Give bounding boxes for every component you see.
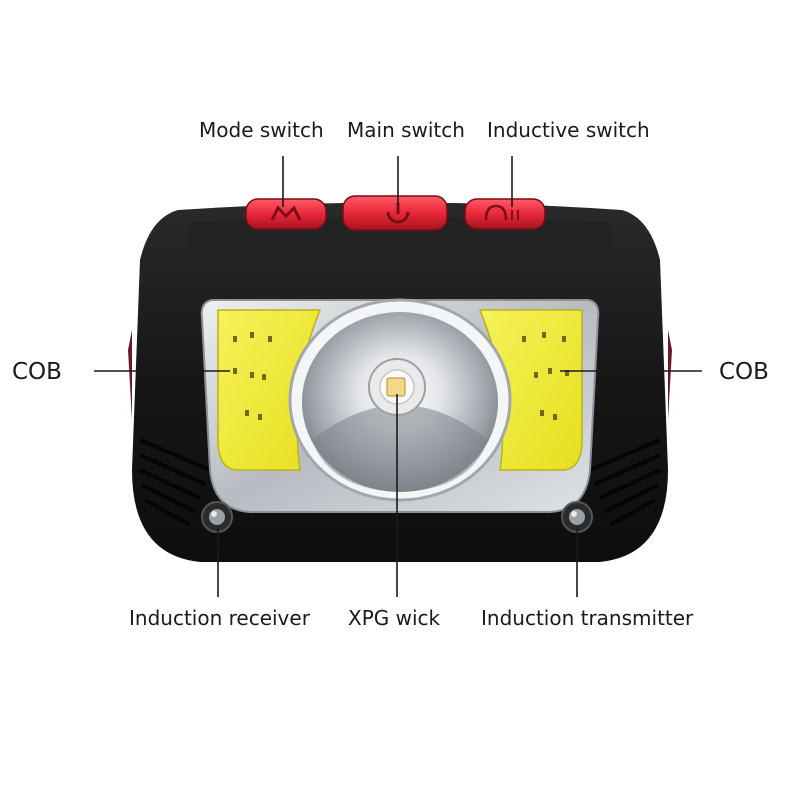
label-cob-left: COB (12, 359, 62, 385)
label-inductive-switch: Inductive switch (487, 118, 650, 142)
label-mode-switch: Mode switch (199, 118, 324, 142)
leader-lines (94, 156, 702, 597)
label-main-switch: Main switch (347, 118, 465, 142)
mode-switch-button (245, 198, 327, 230)
inductive-switch-button (464, 198, 546, 230)
label-induction-receiver: Induction receiver (129, 606, 310, 630)
main-switch-button (342, 195, 448, 231)
label-induction-transmitter: Induction transmitter (481, 606, 694, 630)
xpg-led-chip (386, 377, 406, 397)
grip-right (589, 438, 661, 527)
side-accent-right (668, 330, 672, 420)
reflector-shadow (312, 405, 488, 492)
cob-chips-right (522, 332, 569, 420)
label-xpg-wick: XPG wick (348, 606, 441, 630)
label-cob-right: COB (719, 359, 769, 385)
cob-chips-left (233, 332, 272, 420)
induction-receiver-sensor (201, 501, 233, 533)
grip-left (139, 438, 211, 527)
side-accent-left (128, 330, 132, 420)
